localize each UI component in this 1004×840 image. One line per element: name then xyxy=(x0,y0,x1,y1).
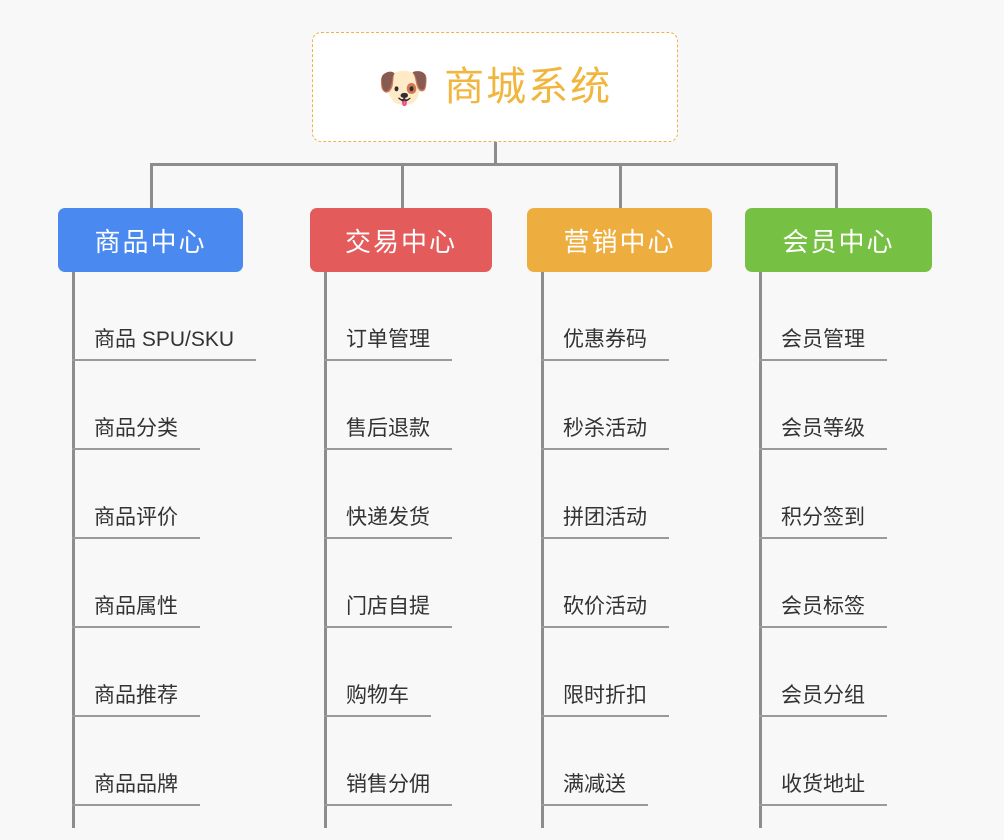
category-items-2: 订单管理 售后退款 快递发货 门店自提 购物车 销售分佣 xyxy=(324,272,452,806)
list-item-label: 秒杀活动 xyxy=(541,417,669,450)
list-item-label: 限时折扣 xyxy=(541,684,669,717)
connector-horizontal-bus xyxy=(150,163,838,166)
category-spine-3 xyxy=(541,272,544,828)
category-header-1-label: 商品中心 xyxy=(94,226,207,257)
connector-drop-4 xyxy=(835,163,838,208)
list-item[interactable]: 商品推荐 xyxy=(72,628,256,717)
list-item-label: 商品属性 xyxy=(72,595,200,628)
list-item-label: 购物车 xyxy=(324,684,431,717)
list-item-label: 会员标签 xyxy=(759,595,887,628)
list-item-label: 门店自提 xyxy=(324,595,452,628)
list-item[interactable]: 秒杀活动 xyxy=(541,361,669,450)
category-spine-4 xyxy=(759,272,762,828)
root-node-title: 商城系统 xyxy=(444,65,613,109)
list-item[interactable]: 会员等级 xyxy=(759,361,887,450)
list-item-label: 会员管理 xyxy=(759,328,887,361)
shiba-dog-face-icon: 🐶 xyxy=(377,63,431,112)
list-item[interactable]: 会员标签 xyxy=(759,539,887,628)
category-spine-2 xyxy=(324,272,327,828)
category-header-3-label: 营销中心 xyxy=(563,226,676,257)
category-header-2[interactable]: 交易中心 xyxy=(310,208,492,272)
list-item[interactable]: 门店自提 xyxy=(324,539,452,628)
list-item[interactable]: 商品分类 xyxy=(72,361,256,450)
category-header-4[interactable]: 会员中心 xyxy=(745,208,932,272)
connector-root-stem xyxy=(494,142,497,166)
list-item[interactable]: 会员管理 xyxy=(759,272,887,361)
category-header-1[interactable]: 商品中心 xyxy=(58,208,243,272)
list-item-label: 商品品牌 xyxy=(72,773,200,806)
list-item[interactable]: 优惠券码 xyxy=(541,272,669,361)
list-item[interactable]: 积分签到 xyxy=(759,450,887,539)
list-item-label: 商品推荐 xyxy=(72,684,200,717)
list-item-label: 商品 SPU/SKU xyxy=(72,328,257,361)
list-item[interactable]: 销售分佣 xyxy=(324,717,452,806)
list-item[interactable]: 快递发货 xyxy=(324,450,452,539)
category-header-3[interactable]: 营销中心 xyxy=(527,208,712,272)
list-item-label: 商品评价 xyxy=(72,506,200,539)
list-item[interactable]: 砍价活动 xyxy=(541,539,669,628)
list-item-label: 砍价活动 xyxy=(541,595,669,628)
connector-drop-2 xyxy=(401,163,404,208)
list-item-label: 商品分类 xyxy=(72,417,200,450)
list-item-label: 会员等级 xyxy=(759,417,887,450)
list-item-label: 拼团活动 xyxy=(541,506,669,539)
list-item[interactable]: 限时折扣 xyxy=(541,628,669,717)
list-item-label: 收货地址 xyxy=(759,773,887,806)
list-item[interactable]: 订单管理 xyxy=(324,272,452,361)
list-item-label: 满减送 xyxy=(541,773,648,806)
list-item-label: 会员分组 xyxy=(759,684,887,717)
category-header-4-label: 会员中心 xyxy=(782,226,895,257)
category-items-4: 会员管理 会员等级 积分签到 会员标签 会员分组 收货地址 xyxy=(759,272,887,806)
list-item-label: 积分签到 xyxy=(759,506,887,539)
list-item[interactable]: 收货地址 xyxy=(759,717,887,806)
list-item-label: 优惠券码 xyxy=(541,328,669,361)
list-item-label: 快递发货 xyxy=(324,506,452,539)
list-item[interactable]: 商品评价 xyxy=(72,450,256,539)
connector-drop-1 xyxy=(150,163,153,208)
list-item[interactable]: 满减送 xyxy=(541,717,669,806)
list-item-label: 销售分佣 xyxy=(324,773,452,806)
category-spine-1 xyxy=(72,272,75,828)
list-item[interactable]: 商品品牌 xyxy=(72,717,256,806)
list-item[interactable]: 会员分组 xyxy=(759,628,887,717)
list-item[interactable]: 拼团活动 xyxy=(541,450,669,539)
root-node-mall-system[interactable]: 🐶 商城系统 xyxy=(312,32,678,142)
list-item[interactable]: 售后退款 xyxy=(324,361,452,450)
list-item-label: 订单管理 xyxy=(324,328,452,361)
list-item[interactable]: 购物车 xyxy=(324,628,452,717)
connector-drop-3 xyxy=(619,163,622,208)
category-items-1: 商品 SPU/SKU 商品分类 商品评价 商品属性 商品推荐 商品品牌 xyxy=(72,272,257,806)
category-header-2-label: 交易中心 xyxy=(344,226,457,257)
list-item-label: 售后退款 xyxy=(324,417,452,450)
category-items-3: 优惠券码 秒杀活动 拼团活动 砍价活动 限时折扣 满减送 xyxy=(541,272,669,806)
list-item[interactable]: 商品 SPU/SKU xyxy=(72,272,257,361)
list-item[interactable]: 商品属性 xyxy=(72,539,256,628)
